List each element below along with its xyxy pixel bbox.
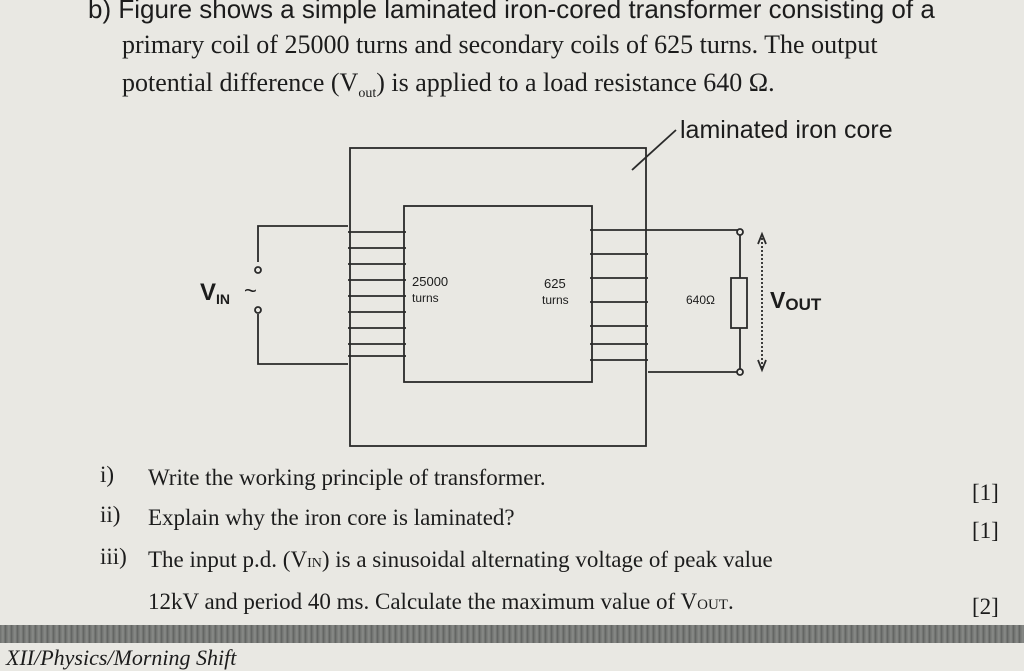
vout-subscript: out <box>358 86 377 102</box>
subq-1-num: i) <box>100 462 115 487</box>
primary-wire-top <box>257 225 348 262</box>
subq-1-marks: [1] <box>972 480 999 505</box>
subq-3-vin-sub: IN <box>307 556 322 571</box>
vout-label: VOUT <box>770 287 822 314</box>
subq-3-line-2-start: 12kV and period 40 ms. Calculate the max… <box>148 589 698 614</box>
core-label: laminated iron core <box>680 116 893 144</box>
subq-1-text: Write the working principle of transform… <box>148 465 546 490</box>
subq-2-num: ii) <box>100 502 121 527</box>
primary-turns-label: 25000 <box>412 274 448 289</box>
secondary-wire-bottom <box>648 328 741 373</box>
vin-label: VIN <box>200 279 230 307</box>
subq-2-text: Explain why the iron core is laminated? <box>148 505 515 530</box>
transformer-diagram: laminated iron core VIN ~ 25000 turns 62… <box>200 116 893 447</box>
primary-wire-bottom <box>257 314 348 365</box>
load-label: 640Ω <box>686 293 715 307</box>
core-window <box>403 205 593 383</box>
subq-3-vout-sub: OUT <box>697 597 728 613</box>
subq-3-marks: [2] <box>972 594 999 619</box>
footer-band <box>0 625 1024 643</box>
question-line-2: primary coil of 25000 turns and secondar… <box>122 30 878 59</box>
subq-3-text: The input p.d. (VIN) is a sinusoidal alt… <box>148 548 773 571</box>
load-resistor <box>730 277 748 329</box>
primary-turns-unit: turns <box>412 291 439 305</box>
subq-3-text-end: ) is a sinusoidal alternating voltage of… <box>321 547 773 572</box>
question-line-3-end: ) is applied to a load resistance 640 Ω. <box>376 68 775 97</box>
question-line-1: b) Figure shows a simple laminated iron-… <box>88 0 935 24</box>
subq-3-line-2-end: . <box>727 589 734 614</box>
secondary-turns-unit: turns <box>542 293 569 307</box>
subq-3-text-start: The input p.d. (V <box>148 547 308 572</box>
question-line-3: potential difference (Vout) is applied t… <box>122 70 775 101</box>
question-line-3-start: potential difference (V <box>122 68 359 97</box>
subq-2-marks: [1] <box>972 518 999 543</box>
subq-3-num: iii) <box>100 544 127 569</box>
primary-coil <box>348 231 406 357</box>
secondary-wire-top <box>648 229 741 278</box>
core-outer <box>349 147 647 447</box>
vin-ac-symbol: ~ <box>244 278 257 303</box>
secondary-turns-label: 625 <box>544 276 566 291</box>
footer-text: XII/Physics/Morning Shift <box>6 645 237 670</box>
subq-3-line-2: 12kV and period 40 ms. Calculate the max… <box>148 590 734 613</box>
core-label-pointer <box>631 129 677 171</box>
secondary-coil <box>590 229 648 361</box>
